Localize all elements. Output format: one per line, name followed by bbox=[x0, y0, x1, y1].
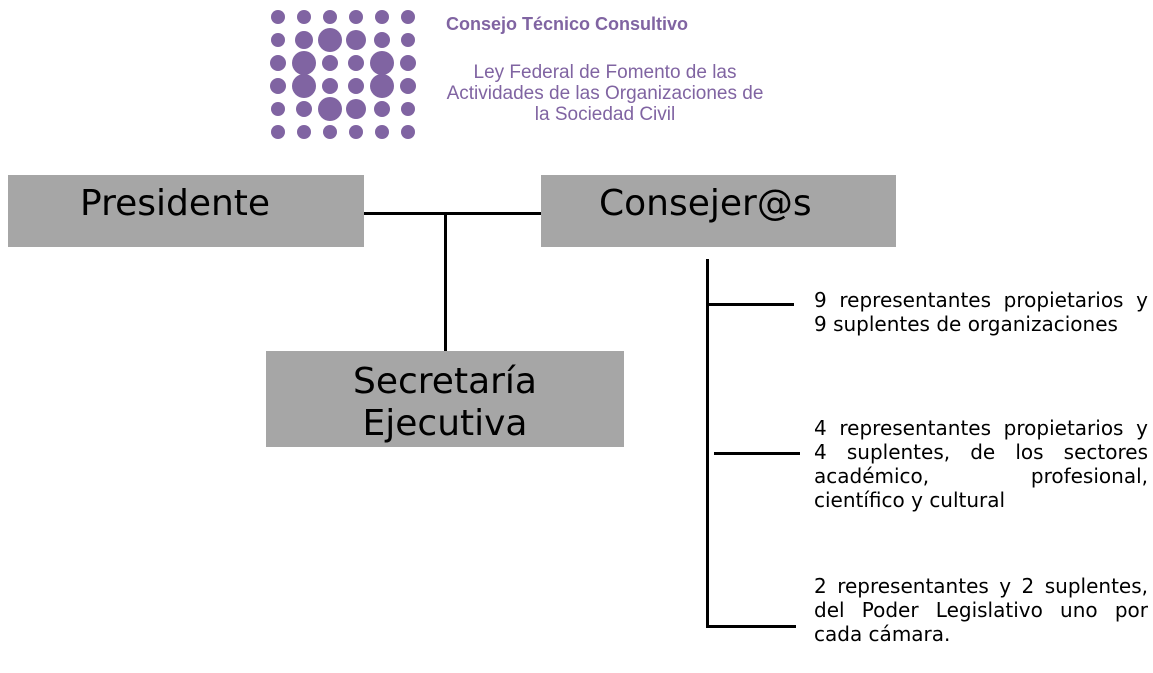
connector-member-3 bbox=[706, 625, 796, 628]
councillors-box: Consejer@s bbox=[541, 175, 896, 247]
logo-dot bbox=[323, 10, 337, 24]
connector-members-trunk bbox=[706, 259, 709, 628]
logo-dot bbox=[401, 102, 415, 116]
logo-dot bbox=[375, 10, 389, 24]
logo-dot bbox=[401, 125, 415, 139]
connector-member-1 bbox=[706, 303, 794, 306]
header-subtitle: Ley Federal de Fomento de las Actividade… bbox=[446, 62, 764, 125]
member-item-organizations: 9 representantes propietarios y 9 suplen… bbox=[814, 288, 1148, 336]
logo-dot bbox=[400, 78, 416, 94]
logo-dot bbox=[400, 55, 416, 71]
logo-dot bbox=[271, 33, 285, 47]
header-title: Consejo Técnico Consultivo bbox=[446, 14, 689, 34]
logo-dot bbox=[348, 55, 364, 71]
logo-dot bbox=[297, 10, 311, 24]
logo-dot bbox=[292, 51, 316, 75]
member-item-academic: 4 representantes propietarios y 4 suplen… bbox=[814, 416, 1148, 512]
logo-dot bbox=[270, 55, 286, 71]
logo-dot bbox=[323, 125, 337, 139]
logo-dot bbox=[271, 125, 285, 139]
secretariat-box: Secretaría Ejecutiva bbox=[266, 351, 624, 447]
president-label: Presidente bbox=[80, 183, 271, 224]
logo-dots-icon bbox=[270, 10, 416, 139]
logo-dot bbox=[318, 28, 342, 52]
councillors-label: Consejer@s bbox=[599, 183, 812, 224]
logo-dot bbox=[375, 125, 389, 139]
connector-secretariat bbox=[444, 213, 447, 351]
logo-dot bbox=[349, 125, 363, 139]
logo-dot bbox=[346, 30, 366, 50]
logo-dot bbox=[271, 102, 285, 116]
logo-dot bbox=[374, 32, 390, 48]
logo-dot bbox=[370, 51, 394, 75]
logo-dot bbox=[401, 10, 415, 24]
logo-dot bbox=[297, 125, 311, 139]
logo-dot bbox=[296, 101, 312, 117]
connector-member-2 bbox=[714, 452, 800, 455]
logo-dot bbox=[295, 31, 313, 49]
member-item-legislative: 2 representantes y 2 suplentes, del Pode… bbox=[814, 574, 1148, 646]
logo-dot bbox=[322, 78, 338, 94]
president-box: Presidente bbox=[8, 175, 364, 247]
logo-dot bbox=[401, 33, 415, 47]
logo-dot bbox=[270, 78, 286, 94]
secretariat-label: Secretaría Ejecutiva bbox=[353, 361, 537, 444]
logo-dot bbox=[348, 78, 364, 94]
connector-president-councillors bbox=[364, 212, 541, 215]
logo-dot bbox=[271, 10, 285, 24]
logo-dot bbox=[292, 74, 316, 98]
logo-dot bbox=[318, 97, 342, 121]
logo-dot bbox=[374, 101, 390, 117]
logo-dot bbox=[322, 55, 338, 71]
logo-dot bbox=[349, 10, 363, 24]
logo-dot bbox=[346, 99, 366, 119]
logo-dot bbox=[370, 74, 394, 98]
